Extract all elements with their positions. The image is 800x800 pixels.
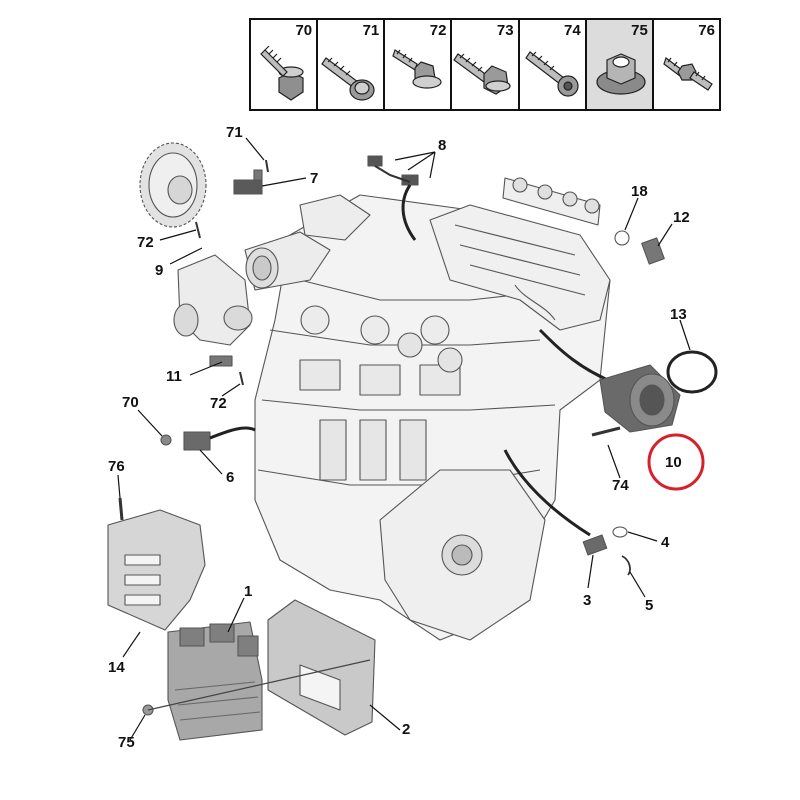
leader-lines: [117, 137, 691, 741]
sensor-7: [233, 169, 263, 195]
legend-number: 72: [429, 22, 447, 39]
camshaft-sprocket: [139, 142, 207, 228]
callout-4: 4: [661, 534, 670, 551]
engine-block: [254, 194, 611, 641]
screw-72a: [195, 221, 201, 239]
callout-12: 12: [673, 209, 690, 226]
legend-cell-75: 75: [586, 20, 654, 109]
callout-71: 71: [226, 124, 243, 141]
water-outlet: [173, 254, 253, 346]
callout-72-top: 72: [137, 234, 154, 251]
callout-76: 76: [108, 458, 125, 475]
ecu-1: [167, 621, 263, 741]
stud-icon: [663, 57, 713, 91]
legend-number: 70: [295, 22, 313, 39]
intake-manifold: [429, 204, 611, 331]
callout-10: 10: [665, 454, 682, 471]
callout-11: 11: [166, 368, 182, 385]
callout-5: 5: [645, 597, 654, 614]
highlight-circle: [647, 433, 705, 491]
screw-72b: [239, 371, 244, 386]
callout-75: 75: [118, 734, 135, 751]
legend-cell-72: 72: [385, 20, 453, 109]
stud-76: [118, 497, 124, 521]
clip-5: [621, 555, 631, 576]
callout-2: 2: [402, 721, 411, 738]
screw-washer-hex-icon: [260, 45, 304, 101]
legend-number: 71: [362, 22, 380, 39]
part-10: [599, 364, 681, 433]
intake-pipe: [244, 194, 371, 291]
legend-cell-70: 70: [251, 20, 319, 109]
fixing-line-75: [147, 659, 371, 711]
screw-71: [265, 159, 269, 173]
callout-14: 14: [108, 659, 125, 676]
callout-8: 8: [438, 137, 447, 154]
callout-13: 13: [670, 306, 687, 323]
sensor-8: [367, 155, 419, 241]
legend-number: 75: [631, 22, 648, 39]
legend-cell-73: 73: [452, 20, 520, 109]
callout-1: 1: [244, 583, 253, 600]
seal-4: [612, 526, 628, 538]
seal-ring-13: [666, 350, 718, 394]
sensor-11: [209, 355, 233, 367]
flange-nut-icon: [596, 53, 646, 95]
callout-6: 6: [226, 469, 235, 486]
legend-number: 73: [496, 22, 514, 39]
callout-70: 70: [122, 394, 139, 411]
callout-18: 18: [631, 183, 648, 200]
screw-74: [591, 426, 621, 437]
seal-ring-18: [614, 230, 630, 246]
screw-round-head-icon: [524, 51, 579, 97]
callout-7: 7: [310, 170, 319, 187]
callout-9: 9: [155, 262, 164, 279]
bracket-14: [107, 509, 206, 631]
legend-cell-74: 74: [519, 20, 587, 109]
legend-cell-71: 71: [318, 20, 386, 109]
callout-74: 74: [612, 477, 629, 494]
legend-cell-76: 76: [653, 20, 719, 109]
bracket-2: [267, 599, 376, 736]
callout-3: 3: [583, 592, 592, 609]
sensor-6: [160, 426, 256, 451]
fastener-legend: 70 71 72: [249, 18, 721, 111]
sensor-3: [503, 449, 608, 556]
legend-number: 74: [564, 22, 581, 39]
legend-number: 76: [698, 22, 715, 39]
fuel-rail: [502, 177, 601, 226]
callout-72-bottom: 72: [210, 395, 227, 412]
screw-hex-flange-icon: [392, 49, 442, 89]
screw-flange-icon: [321, 57, 375, 101]
screw-hex-long-icon: [453, 53, 512, 95]
